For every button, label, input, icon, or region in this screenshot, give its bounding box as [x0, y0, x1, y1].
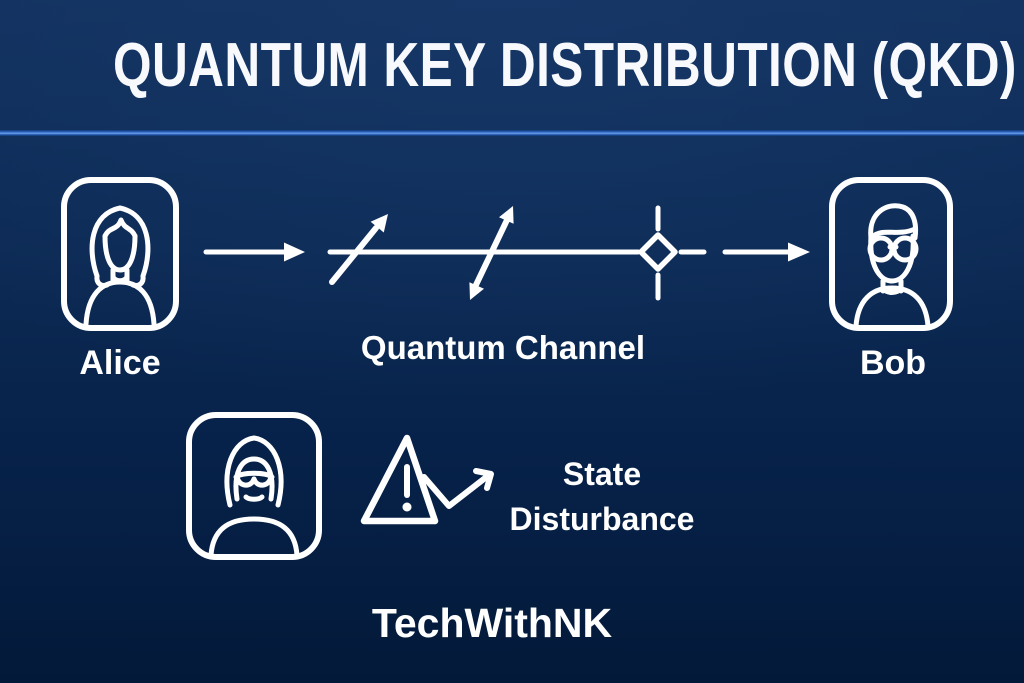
warning-triangle-icon: [360, 434, 439, 525]
state-disturbance-line2: Disturbance: [509, 501, 695, 537]
state-disturbance-label: State Disturbance: [482, 452, 722, 542]
quantum-channel-label: Quantum Channel: [360, 329, 646, 366]
eve-avatar-icon: [186, 412, 322, 560]
quantum-channel-graphic: [327, 205, 707, 301]
polarization-arrow-icon: [329, 214, 388, 285]
state-disturbance-line1: State: [562, 456, 642, 492]
alice-to-channel-arrow-icon: [203, 242, 305, 262]
disturbance-arrow-icon: [421, 468, 494, 509]
bob-label: Bob: [859, 344, 927, 382]
polarization-double-arrow-icon: [469, 206, 514, 300]
branding-label: TechWithNK: [371, 600, 613, 646]
photon-diamond-icon: [638, 205, 707, 301]
alice-label: Alice: [79, 344, 161, 382]
bob-avatar-icon: [829, 177, 953, 331]
page-title-text: QUANTUM KEY DISTRIBUTION (QKD): [112, 31, 1017, 100]
page-title: QUANTUM KEY DISTRIBUTION (QKD): [0, 30, 1024, 101]
alice-avatar-icon: [61, 177, 179, 331]
warning-disturbance-icon: [360, 434, 494, 525]
channel-to-bob-arrow-icon: [722, 242, 810, 262]
divider-line: [0, 130, 1024, 136]
